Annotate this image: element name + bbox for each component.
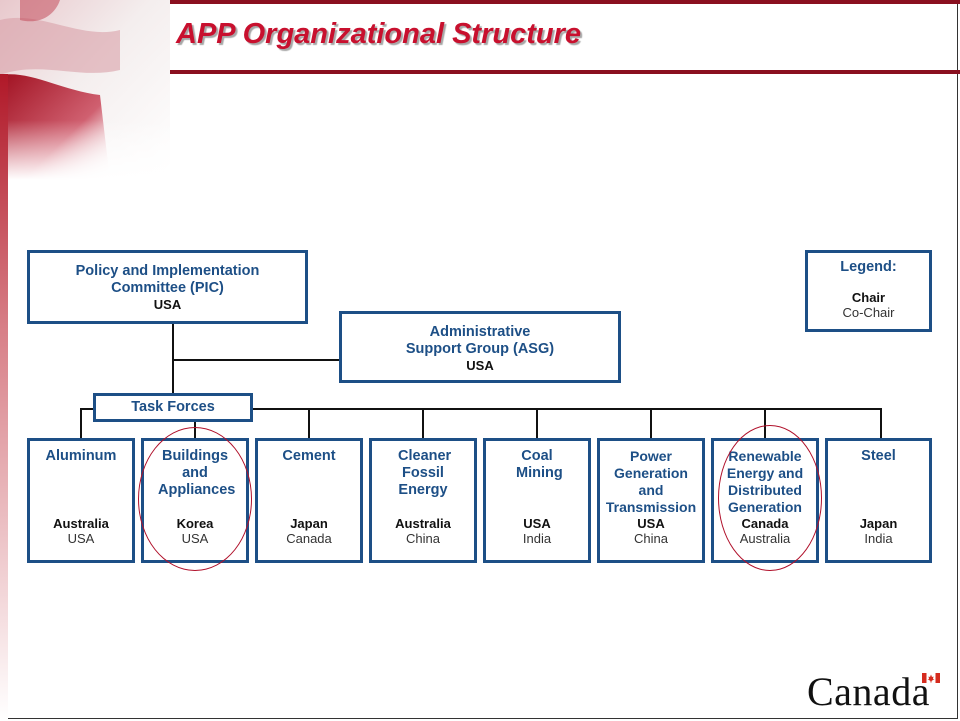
connector-drop-6: [650, 408, 652, 439]
task-forces-box: Task Forces: [93, 393, 253, 422]
asg-box: Administrative Support Group (ASG) USA: [339, 311, 621, 383]
left-accent-strip: [0, 74, 8, 719]
pic-box: Policy and Implementation Committee (PIC…: [27, 250, 308, 324]
task-force-name: Cement: [282, 448, 336, 464]
title-top-rule: [160, 0, 960, 4]
connector-pic-down: [172, 323, 174, 393]
task-force-steel: Steel Japan India: [825, 438, 932, 563]
task-force-chair: Korea: [176, 516, 214, 531]
canada-flag-icon: [922, 673, 940, 683]
connector-drop-8: [880, 408, 882, 439]
asg-name: Administrative Support Group (ASG): [405, 324, 555, 357]
canada-wordmark: Canada: [807, 669, 930, 714]
task-force-name: Buildings and Appliances: [158, 448, 236, 498]
task-force-coal-mining: Coal Mining USA India: [483, 438, 591, 563]
task-force-renewable: Renewable Energy and Distributed Generat…: [711, 438, 819, 563]
task-force-cleaner-fossil: Cleaner Fossil Energy Australia China: [369, 438, 477, 563]
connector-drop-3: [308, 408, 310, 439]
task-force-name: Steel: [861, 448, 896, 464]
task-force-cochair: USA: [67, 531, 95, 546]
task-forces-label: Task Forces: [131, 399, 215, 415]
task-force-chair: Australia: [53, 516, 109, 531]
task-force-name: Power Generation and Transmission: [605, 448, 697, 515]
task-force-cochair: India: [522, 531, 552, 546]
title-bottom-rule: [0, 70, 960, 74]
task-force-cement: Cement Japan Canada: [255, 438, 363, 563]
task-force-chair: USA: [637, 516, 665, 531]
task-force-chair: Australia: [395, 516, 451, 531]
legend-cochair: Co-Chair: [842, 305, 895, 320]
connector-drop-4: [422, 408, 424, 439]
task-force-aluminum: Aluminum Australia USA: [27, 438, 135, 563]
connector-taskforce-bar: [80, 408, 882, 410]
task-force-buildings: Buildings and Appliances Korea USA: [141, 438, 249, 563]
connector-drop-5: [536, 408, 538, 439]
task-force-name: Coal Mining: [516, 448, 563, 481]
canada-flag-banner-image: [0, 0, 170, 180]
connector-to-asg: [172, 359, 340, 361]
page-title: APP Organizational Structure: [176, 18, 581, 50]
connector-drop-1: [80, 408, 82, 439]
task-force-cochair: India: [864, 531, 893, 546]
legend-title: Legend:: [840, 259, 897, 275]
task-force-cochair: China: [634, 531, 668, 546]
task-force-name: Renewable Energy and Distributed Generat…: [726, 448, 804, 515]
task-force-cochair: USA: [181, 531, 209, 546]
task-force-chair: Japan: [290, 516, 328, 531]
task-force-cochair: Canada: [286, 531, 332, 546]
task-force-power-generation: Power Generation and Transmission USA Ch…: [597, 438, 705, 563]
legend-chair: Chair: [851, 290, 886, 305]
task-force-chair: Canada: [741, 516, 789, 531]
connector-drop-2: [194, 408, 196, 439]
task-force-chair: Japan: [859, 516, 898, 531]
connector-drop-7: [764, 408, 766, 439]
asg-chair: USA: [466, 358, 494, 373]
title-bar: [0, 0, 960, 74]
task-force-name: Aluminum: [45, 448, 117, 464]
task-force-cochair: Australia: [739, 531, 791, 546]
task-force-chair: USA: [523, 516, 551, 531]
pic-chair: USA: [153, 297, 182, 312]
task-force-cochair: China: [406, 531, 440, 546]
legend-box: Legend: Chair Co-Chair: [805, 250, 932, 332]
task-force-name: Cleaner Fossil Energy: [398, 448, 452, 498]
pic-name: Policy and Implementation Committee (PIC…: [75, 263, 260, 296]
